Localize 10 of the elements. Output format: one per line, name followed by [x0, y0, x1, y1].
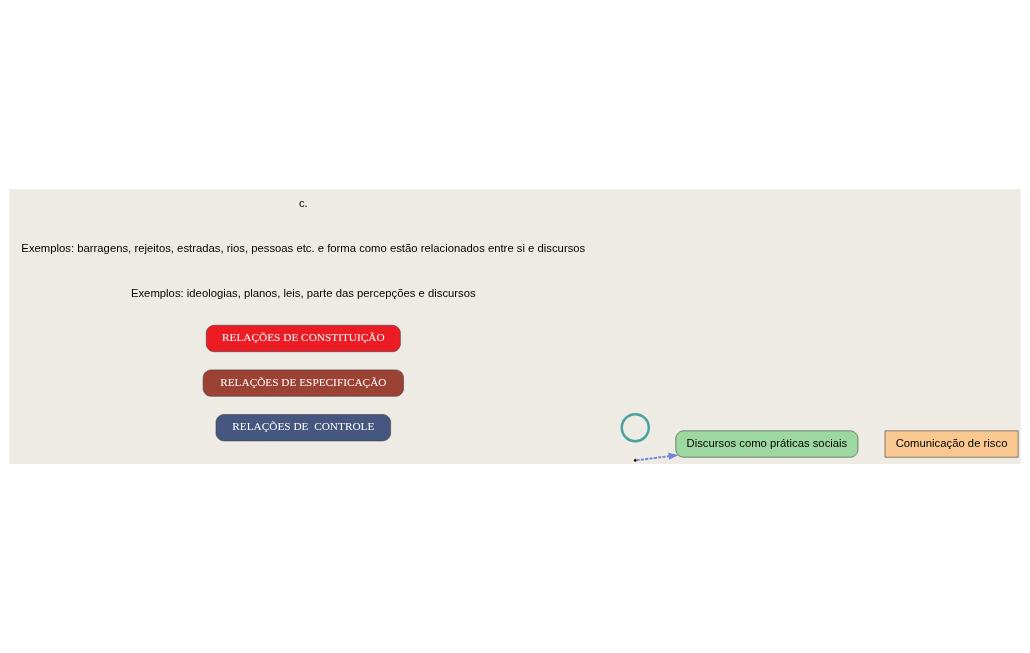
label: c.	[298, 197, 308, 210]
node-box: RELAÇÕES DE ESPECIFICAÇÃO	[202, 369, 404, 397]
node-box: Discursos como práticas sociais	[675, 430, 859, 458]
label: Exemplos: ideologias, planos, leis, parte das percepções e discursos	[130, 286, 476, 299]
label: Exemplos: barragens, rejeitos, estradas, rios, pessoas etc. e forma como estão relacionados entre si e discursos	[21, 242, 586, 255]
node-box: RELAÇÕES DE CONSTITUIÇÃO	[205, 325, 401, 352]
node-box: RELAÇÕES DE CONTROLE	[215, 414, 391, 442]
node-circle	[620, 412, 651, 443]
node-box: Comunicação de risco	[884, 430, 1019, 458]
arrow	[635, 452, 679, 462]
